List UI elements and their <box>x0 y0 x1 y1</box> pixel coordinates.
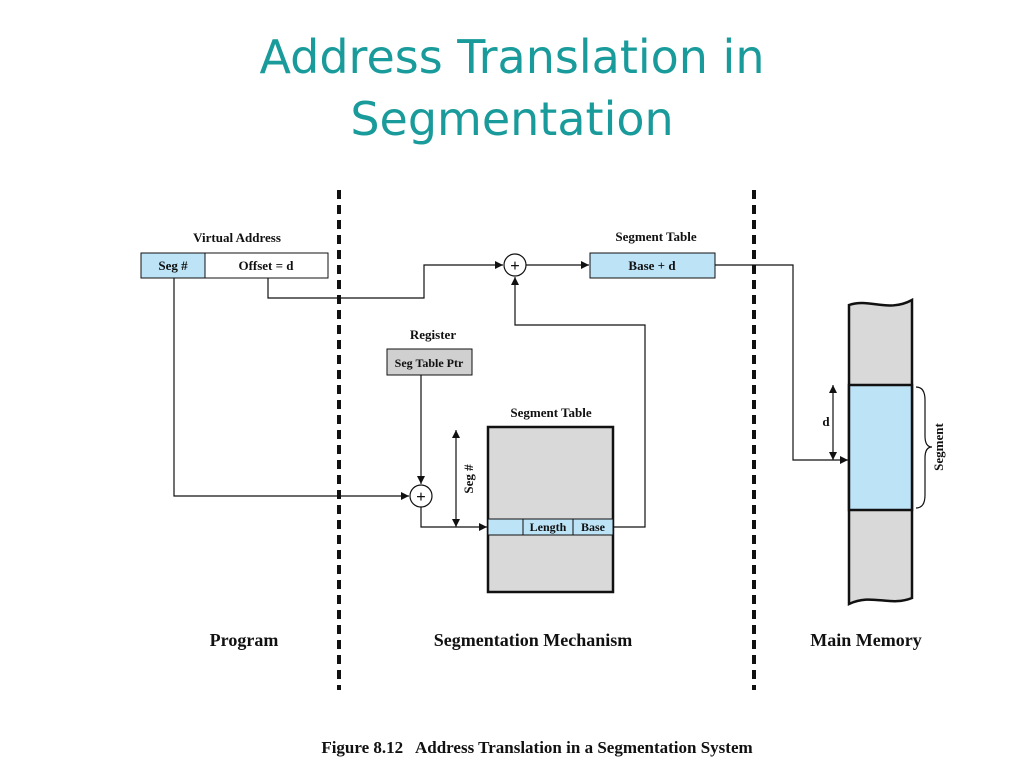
base-label: Base <box>581 520 606 534</box>
lower-adder-symbol: + <box>416 487 426 506</box>
offset-field <box>204 252 329 279</box>
base-to-adder-wire <box>511 277 646 528</box>
segment-table-entry-left <box>487 518 524 536</box>
mechanism-section-label: Segmentation Mechanism <box>434 630 632 650</box>
base-plus-d-label: Base + d <box>628 258 676 273</box>
length-label: Length <box>530 520 567 534</box>
seg-index-label: Seg # <box>461 464 476 494</box>
figure-caption: Figure 8.12 Address Translation in a Seg… <box>321 738 752 757</box>
segment-label: Segment <box>931 423 946 471</box>
program-section-label: Program <box>210 630 279 650</box>
offset-field-label: Offset = d <box>238 258 294 273</box>
virtual-address-label: Virtual Address <box>193 230 281 245</box>
title-line-1: Address Translation in <box>259 30 765 84</box>
seg-table-ptr-field <box>386 348 473 376</box>
segment-brace <box>915 386 933 509</box>
result-to-memory-wire <box>715 264 848 464</box>
base-plus-d-field <box>589 252 716 279</box>
seg-table-ptr-label: Seg Table Ptr <box>395 356 464 370</box>
segment-table-block <box>486 425 615 594</box>
top-adder-symbol: + <box>510 256 520 275</box>
segment-table-label: Segment Table <box>510 405 591 420</box>
register-label: Register <box>410 327 456 342</box>
offset-to-adder-wire <box>267 261 503 299</box>
page-title: Address Translation in Segmentation <box>0 26 1024 150</box>
memory-section-label: Main Memory <box>810 630 921 650</box>
seg-to-adder-wire <box>173 278 409 500</box>
title-line-2: Segmentation <box>350 92 674 146</box>
memory-segment-block <box>847 383 914 512</box>
memory-offset-label: d <box>822 414 830 429</box>
seg-number-field-label: Seg # <box>158 258 188 273</box>
result-table-label: Segment Table <box>615 229 696 244</box>
adder-to-table-wire <box>420 507 487 531</box>
